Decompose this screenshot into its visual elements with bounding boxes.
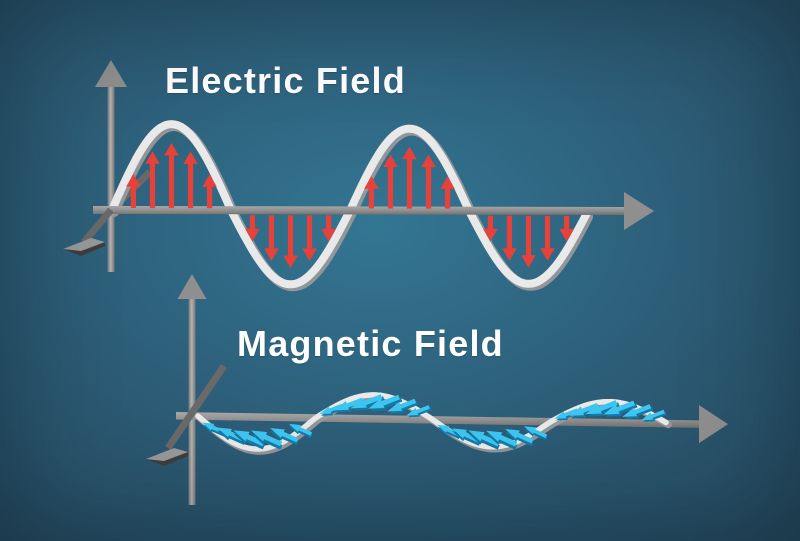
wave-tube: [108, 120, 594, 292]
magnetic-field-arrows: [202, 394, 667, 450]
electric-arrow-icon: [521, 215, 536, 268]
electric-arrow-icon: [440, 176, 455, 209]
electric-arrow-icon: [402, 146, 417, 209]
electric-arrow-icon: [540, 215, 555, 261]
vertical-axis: [95, 60, 127, 272]
magnetic-arrow-icon: [523, 426, 548, 441]
magnetic-arrow-icon: [437, 424, 461, 439]
electric-field-diagram: [63, 60, 654, 292]
magnetic-arrow-icon: [641, 409, 667, 422]
electric-field-label: Electric Field: [165, 60, 406, 101]
electric-arrow-icon: [321, 215, 336, 242]
magnetic-arrow-icon: [387, 398, 419, 414]
magnetic-arrow-icon: [270, 427, 299, 446]
electric-arrow-icon: [383, 154, 398, 209]
magnetic-arrow-icon: [622, 404, 654, 419]
z-axis-arrowhead-icon: [146, 448, 188, 466]
electric-arrow-icon: [126, 174, 141, 209]
magnetic-arrow-icon: [452, 428, 481, 446]
magnetic-arrow-icon: [251, 430, 283, 450]
magnetic-arrow-icon: [603, 400, 638, 417]
electric-arrow-icon: [421, 154, 436, 209]
electric-arrow-icon: [283, 215, 298, 269]
electric-arrow-icon: [245, 215, 260, 242]
electric-arrow-icon: [502, 215, 517, 261]
magnetic-arrow-icon: [368, 394, 403, 411]
magnetic-arrow-icon: [486, 430, 518, 450]
right-arrowhead-icon: [699, 405, 728, 444]
electric-arrow-icon: [145, 151, 160, 209]
electric-arrow-icon: [302, 215, 317, 261]
electric-arrow-icon: [183, 151, 198, 209]
z-axis-lower: [63, 207, 114, 256]
magnetic-field-diagram: [146, 274, 728, 505]
up-arrowhead-icon: [177, 274, 207, 299]
vertical-axis: [177, 274, 207, 505]
electric-arrow-icon: [164, 143, 179, 209]
electric-arrow-icon: [559, 215, 574, 242]
horizontal-axis: [93, 192, 654, 231]
z-axis-arrowhead-icon: [63, 238, 105, 256]
electric-arrow-icon: [264, 215, 279, 261]
magnetic-arrow-icon: [585, 400, 620, 417]
electric-arrow-icon: [364, 176, 379, 209]
magnetic-arrow-icon: [505, 428, 534, 447]
magnetic-arrow-icon: [233, 430, 265, 450]
electric-field-arrows: [126, 143, 574, 269]
electric-arrow-icon: [202, 174, 217, 209]
z-axis: [146, 364, 227, 466]
up-arrowhead-icon: [95, 60, 127, 87]
magnetic-arrow-icon: [350, 394, 385, 411]
magnetic-field-label: Magnetic Field: [237, 323, 504, 364]
electric-arrow-icon: [483, 215, 498, 242]
right-arrowhead-icon: [624, 192, 654, 231]
magnetic-arrow-icon: [468, 430, 500, 450]
magnetic-arrow-icon: [217, 427, 246, 445]
magnetic-arrow-icon: [288, 423, 313, 439]
magnetic-arrow-icon: [406, 405, 432, 418]
